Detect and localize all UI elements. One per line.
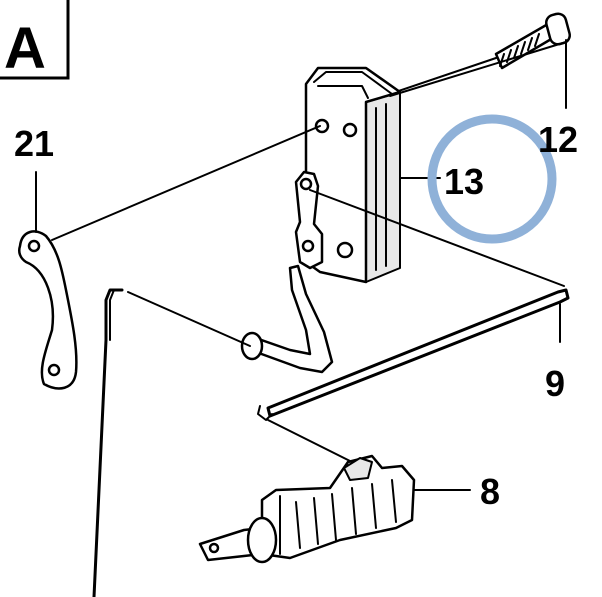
callout-21: 21 xyxy=(14,123,54,164)
highlight-ring xyxy=(427,114,557,244)
section-label: A xyxy=(4,16,46,81)
vertical-rod xyxy=(92,288,251,597)
section-badge: A xyxy=(0,0,70,81)
lever-arm-part-21 xyxy=(18,125,321,390)
rod-part-9 xyxy=(257,189,570,463)
callout-13: 13 xyxy=(444,161,484,202)
handle-part-8 xyxy=(198,454,471,564)
bolt-part-12 xyxy=(371,12,571,109)
latch-block-part-13 xyxy=(304,41,567,284)
callout-12: 12 xyxy=(538,119,578,160)
lever-bracket xyxy=(240,170,334,374)
callout-8: 8 xyxy=(480,471,500,512)
callout-9: 9 xyxy=(545,363,565,404)
